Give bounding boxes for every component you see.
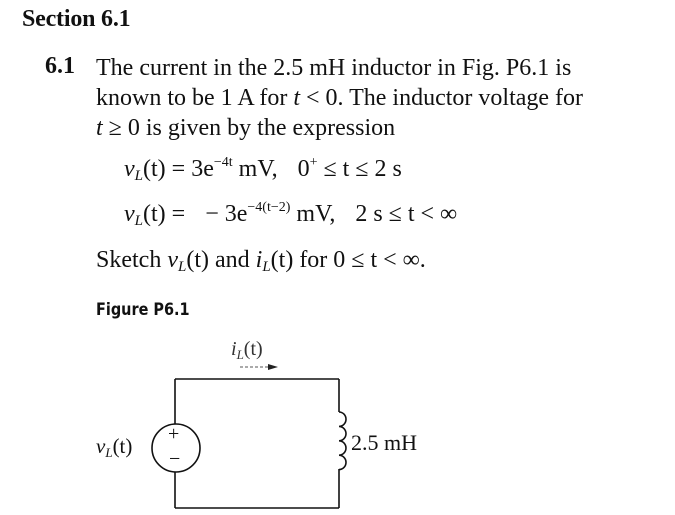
equation-1: vL(t) = 3e−4t mV, 0+ ≤ t ≤ 2 s: [124, 155, 402, 184]
inductor-icon: [338, 411, 347, 471]
inductor-value-label: 2.5 mH: [351, 430, 417, 455]
voltage-source-icon: [151, 423, 201, 473]
source-minus-sign: −: [169, 448, 181, 470]
figure-label: Figure P6.1: [96, 300, 190, 320]
current-direction-arrow-icon: [240, 364, 278, 370]
problem-text-line-3: t ≥ 0 is given by the expression: [96, 115, 396, 141]
current-label: iL(t): [231, 338, 263, 362]
problem-number: 6.1: [45, 53, 75, 79]
circuit-wires: [174, 378, 340, 509]
equation-2: vL(t) = − 3e−4(t−2) mV, 2 s ≤ t < ∞: [124, 200, 458, 229]
problem-text-line-1: The current in the 2.5 mH inductor in Fi…: [96, 55, 572, 81]
source-voltage-label: vL(t): [96, 434, 133, 460]
sketch-instruction: Sketch vL(t) and iL(t) for 0 ≤ t < ∞.: [96, 247, 426, 275]
problem-text-line-2: known to be 1 A for t < 0. The inductor …: [96, 85, 584, 111]
source-plus-sign: +: [168, 423, 180, 445]
section-heading: Section 6.1: [22, 6, 131, 32]
